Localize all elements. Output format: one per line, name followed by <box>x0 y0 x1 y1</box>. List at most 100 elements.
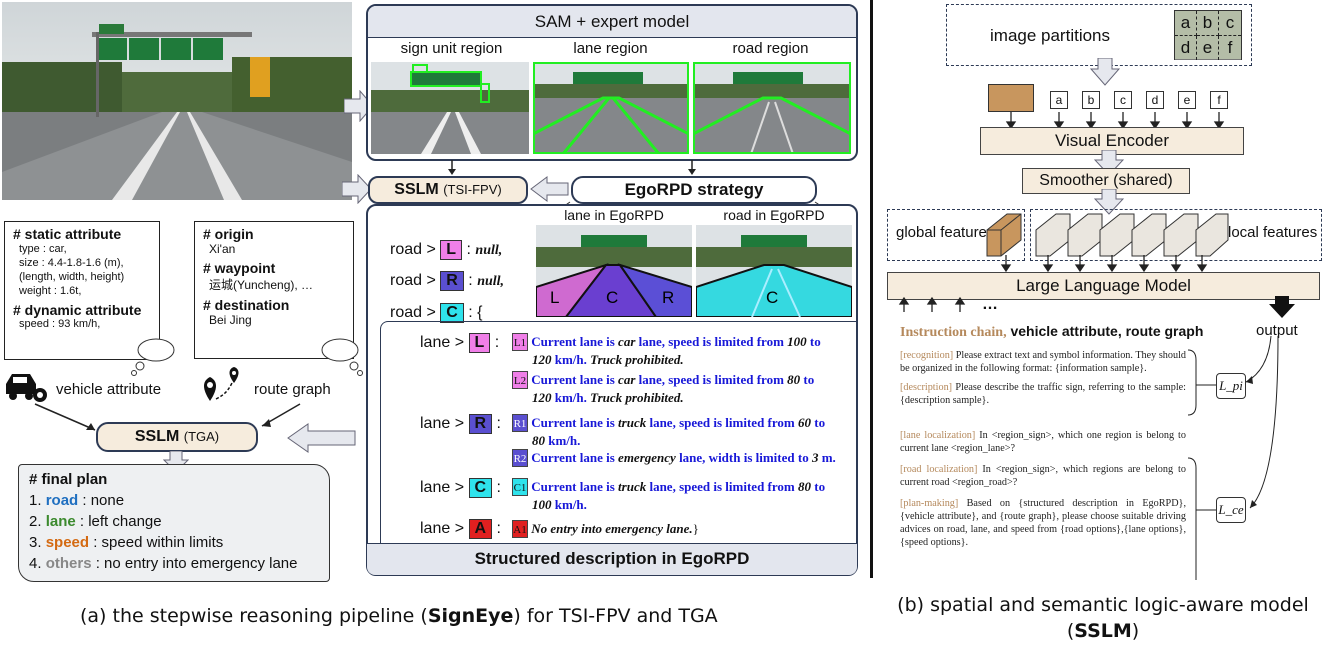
caption-b-line2: (SSLM) <box>883 620 1323 642</box>
instruction-chain-rest: vehicle attribute, route graph <box>1006 323 1204 339</box>
ego-road-C-text: C <box>766 288 778 307</box>
plan-value: : speed within limits <box>93 534 224 551</box>
plan-key: speed <box>45 534 90 551</box>
arrow-left-icon <box>530 176 569 202</box>
tag-L2: L2 <box>512 371 528 389</box>
waypoint-value: 运城(Yuncheng), … <box>209 278 314 292</box>
caption-a-pre: (a) the stepwise reasoning pipeline ( <box>80 605 428 627</box>
partition-tokens: a b c d e f <box>1050 91 1230 111</box>
caption-b-post: ) <box>1131 620 1140 642</box>
prompt-text: In <region_sign>, which one region is be… <box>900 430 1186 454</box>
plan-key: road <box>45 492 79 509</box>
plan-item-speed: 3. speed : speed within limits <box>29 532 319 553</box>
global-feature-box <box>887 209 1025 261</box>
text: Current lane is <box>531 415 619 430</box>
grid-cell: a <box>1175 11 1197 36</box>
destination-value: Bei Jing <box>209 313 252 327</box>
arrow-down-icon <box>1094 189 1124 215</box>
badge-R: R <box>440 271 464 291</box>
image-partitions-label: image partitions <box>990 26 1111 45</box>
road-row-L: road > L : null, <box>390 240 502 260</box>
text: 120 <box>532 352 552 367</box>
road-prefix: road > <box>390 304 436 321</box>
visual-encoder-label: Visual Encoder <box>1054 131 1170 150</box>
sign-region-label: sign unit region <box>400 40 503 57</box>
feature-arrows <box>1000 255 1208 273</box>
llm-box: Large Language Model <box>887 272 1320 300</box>
prompt-tag: [lane localization] <box>900 430 976 441</box>
token-arrows <box>1005 112 1225 130</box>
text: No entry into emergency lane. <box>531 521 693 536</box>
thought-bubble-icon <box>321 338 363 376</box>
lane-section-frame <box>380 321 857 543</box>
text: to <box>806 334 821 349</box>
arrow-down-icon <box>1090 58 1120 86</box>
token: e <box>1178 91 1196 109</box>
prompt-road-localization: [road localization] In <region_sign>, wh… <box>900 463 1186 489</box>
badge-C: C <box>440 303 464 323</box>
caption-a-bold: SignEye <box>427 605 514 627</box>
text: Current lane is <box>531 334 619 349</box>
sslm-tga-box: SSLM (TGA) <box>96 422 258 452</box>
text: car <box>618 334 636 349</box>
text: to <box>811 479 826 494</box>
plan-value: : no entry into emergency lane <box>95 555 298 572</box>
sslm-fpv-box: SSLM (TSI-FPV) <box>368 176 528 204</box>
badge-R: R <box>468 414 493 434</box>
ego-road-label: road in EgoRPD <box>723 207 825 223</box>
prompt-text: In <region_sign>, which regions are belo… <box>900 464 1186 488</box>
output-arrow-icon <box>1269 296 1295 318</box>
text: lane, speed is limited from <box>646 479 798 494</box>
text: truck <box>618 415 647 430</box>
text: to <box>800 372 815 387</box>
colon: : <box>494 334 500 351</box>
tag-A1: A1 <box>512 520 528 538</box>
road-region-image <box>693 62 851 154</box>
grid-cell: e <box>1197 36 1219 60</box>
lane-row-R: lane > R : <box>420 414 501 434</box>
text: 80 <box>798 479 811 494</box>
ego-lane-R-text: R <box>662 288 674 307</box>
badge-C: C <box>468 478 493 498</box>
token: f <box>1210 91 1228 109</box>
static-attribute-box: # static attribute type : car, size : 4.… <box>4 221 160 360</box>
grid-cell: b <box>1197 11 1219 36</box>
lane-region-image <box>533 62 689 154</box>
desc-L2: L2 Current lane is car lane, speed is li… <box>512 371 814 407</box>
car-gear-icon <box>6 374 47 402</box>
text: lane, speed is limited from <box>646 415 798 430</box>
text: 80 <box>532 433 545 448</box>
ego-lane-C-text: C <box>606 288 618 307</box>
arrow-down-icon <box>448 160 456 175</box>
text: Truck prohibited. <box>590 390 684 405</box>
lane-region-label: lane region <box>573 40 648 57</box>
ego-road-image: C <box>696 225 852 317</box>
more-dots: … <box>982 296 998 313</box>
loss-ce-box: L_ce <box>1216 497 1246 523</box>
token: d <box>1146 91 1164 109</box>
lane-prefix: lane > <box>420 334 465 351</box>
prompt-text: Based on {structured description in EgoR… <box>900 498 1186 548</box>
lane-prefix: lane > <box>420 415 465 432</box>
colon: : <box>496 479 501 496</box>
prompts: [recognition] Please extract text and sy… <box>900 349 1186 549</box>
text: 120 <box>532 390 552 405</box>
token: b <box>1082 91 1100 109</box>
road-prefix: road > <box>390 241 436 258</box>
ego-lane-image: L C R <box>536 225 692 317</box>
caption-b-pre: ( <box>1066 620 1075 642</box>
num: 3. <box>29 534 42 551</box>
desc-C1: C1 Current lane is truck lane, speed is … <box>512 478 825 514</box>
text: km/h. <box>551 390 591 405</box>
loss-pi-label: L_pi <box>1219 378 1243 393</box>
num: 4. <box>29 555 42 572</box>
sam-title: SAM + expert model <box>534 12 690 31</box>
text: 80 <box>787 372 801 387</box>
dynamic-speed: speed : 93 km/h, <box>19 318 101 330</box>
caption-b-bold: SSLM <box>1074 620 1132 642</box>
text: lane, width is limited to <box>675 450 812 465</box>
text: km/h. <box>545 433 581 448</box>
desc-R1: R1 Current lane is truck lane, speed is … <box>512 414 825 450</box>
structured-title-bar: Structured description in EgoRPD <box>367 543 857 575</box>
global-image-token <box>988 84 1034 112</box>
